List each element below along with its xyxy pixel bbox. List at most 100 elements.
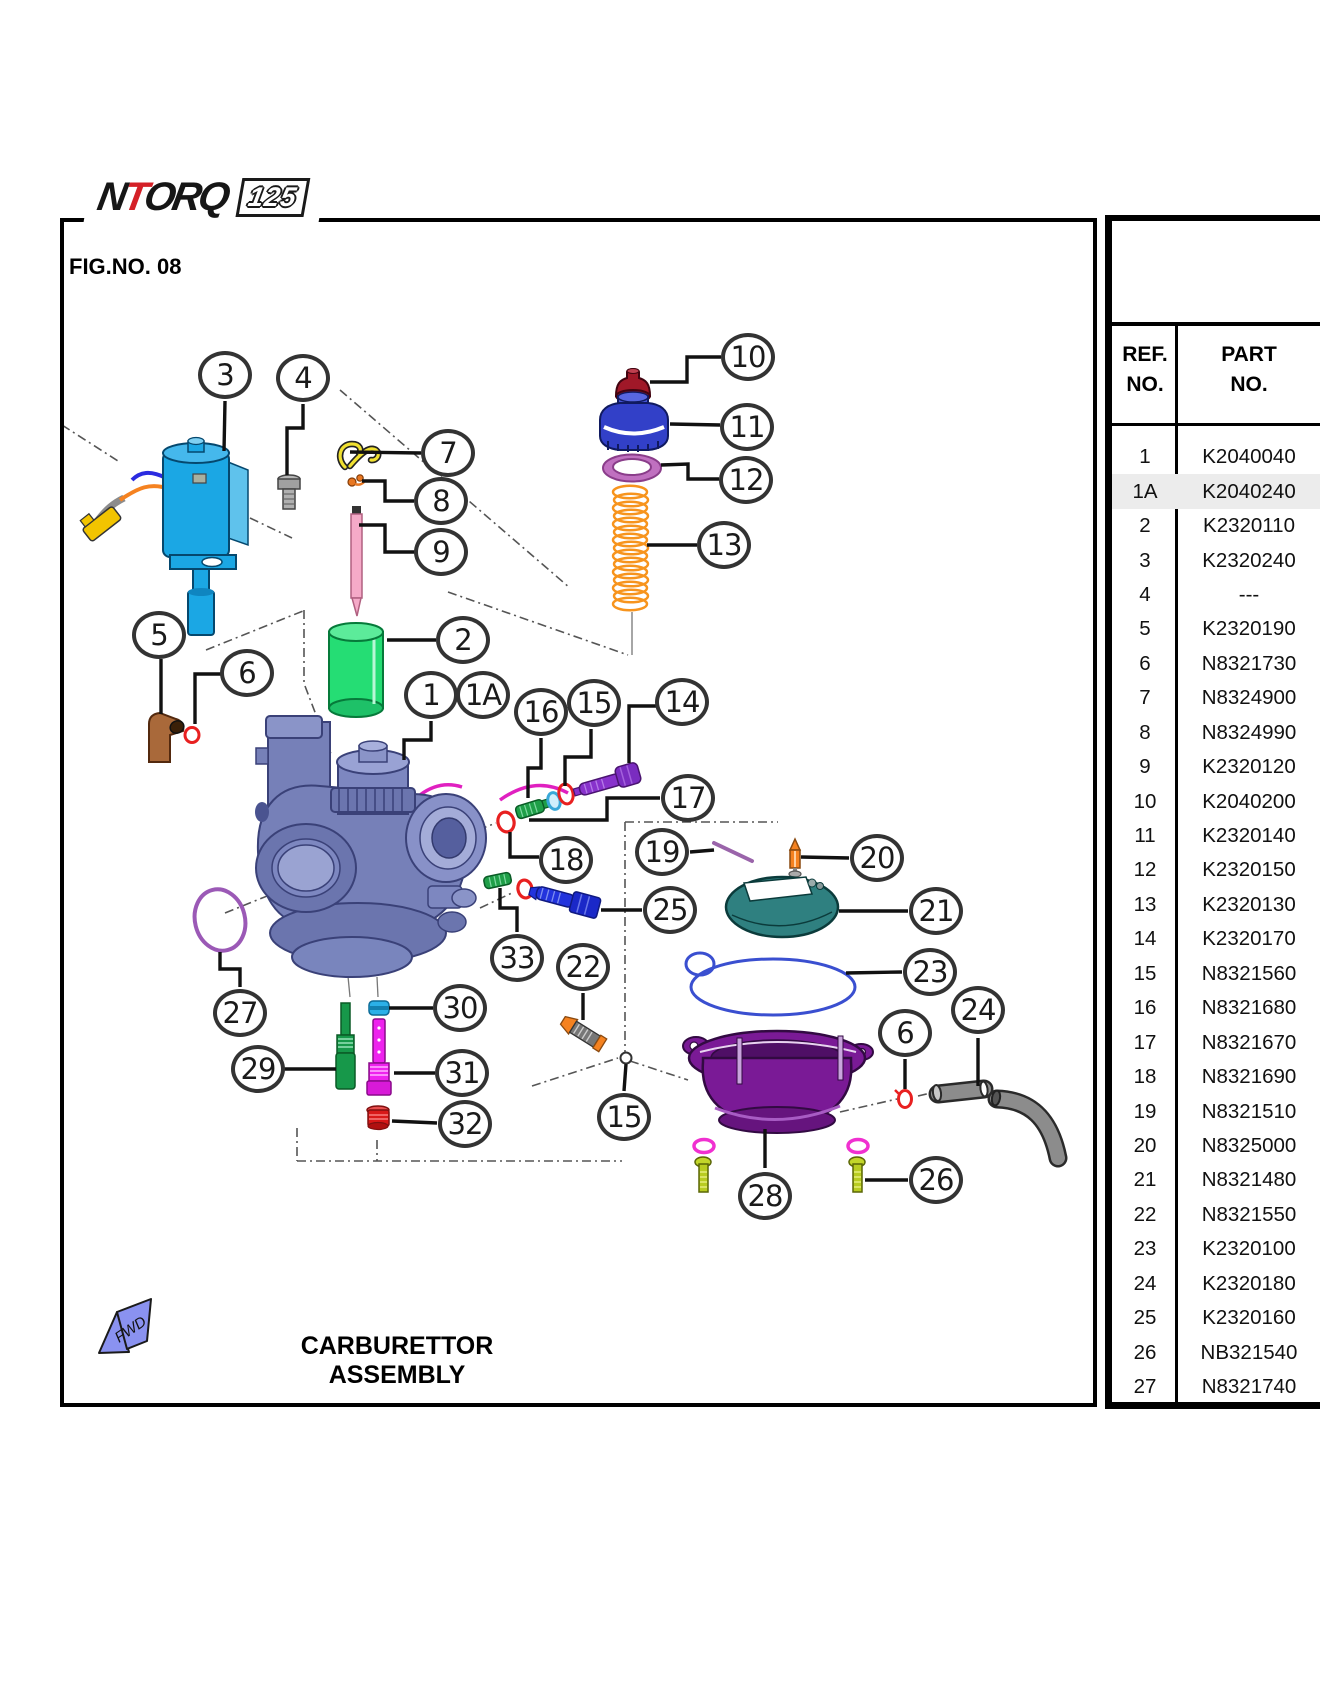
ref-no-cell: 18 (1133, 1065, 1157, 1089)
carburettor-body (255, 715, 569, 978)
callout-6: 6 (878, 1009, 932, 1057)
screw-33 (483, 871, 513, 890)
hose-24 (928, 1079, 1068, 1168)
screw-16 (514, 798, 551, 820)
callout-16: 16 (514, 688, 568, 736)
part-no-cell: N8321550 (1201, 1202, 1297, 1226)
ref-no-cell: 15 (1133, 961, 1157, 985)
table-row: 18 N8321690 (1112, 1060, 1320, 1094)
ref-no-cell: 12 (1133, 858, 1157, 882)
callout-3: 3 (198, 351, 252, 399)
callout-4: 4 (276, 354, 330, 402)
callout-32: 32 (438, 1100, 492, 1148)
table-row: 26 NB321540 (1112, 1335, 1320, 1369)
ref-no-cell: 19 (1133, 1099, 1157, 1123)
callout-25: 25 (643, 886, 697, 934)
ref-no-cell: 23 (1133, 1237, 1157, 1261)
nut-30 (368, 1000, 390, 1016)
table-header-row: REF. NO. PART NO. (1112, 326, 1320, 423)
table-row: 6 N8321730 (1112, 647, 1320, 681)
part-no-cell: K2320160 (1202, 1306, 1296, 1330)
fwd-arrow: FWD (98, 1298, 152, 1354)
part-no-header: PART NO. (1221, 343, 1277, 396)
callout-28: 28 (738, 1172, 792, 1220)
callout-21: 21 (909, 887, 963, 935)
table-line-header (1112, 423, 1320, 426)
callout-20: 20 (850, 834, 904, 882)
clip-6-lower (894, 1089, 913, 1109)
table-row: 3 K2320240 (1112, 543, 1320, 577)
ref-no-cell: 2 (1139, 514, 1151, 538)
part-no-cell: K2320240 (1202, 548, 1296, 572)
ref-no-cell: 3 (1139, 548, 1151, 572)
part-no-cell: N8321670 (1201, 1030, 1297, 1054)
ref-no-cell: 11 (1134, 824, 1156, 848)
part-no-cell: NB321540 (1200, 1340, 1298, 1364)
washer-12 (602, 453, 662, 483)
callout-13: 13 (697, 521, 751, 569)
callout-19: 19 (635, 828, 689, 876)
leader-lines (159, 355, 980, 1182)
jet-31 (366, 1018, 392, 1096)
part-no-cell: K2320100 (1202, 1237, 1296, 1261)
part-no-cell: N8324900 (1201, 686, 1297, 710)
table-row: 23 K2320100 (1112, 1232, 1320, 1266)
logo-125-badge: 125 (235, 177, 311, 217)
oring-18 (496, 810, 516, 834)
callout-14: 14 (655, 678, 709, 726)
part-no-cell: K2320120 (1202, 755, 1296, 779)
callout-26: 26 (909, 1156, 963, 1204)
part-no-cell: --- (1238, 582, 1260, 606)
part-no-cell: N8325000 (1201, 1133, 1297, 1157)
solenoid-valve (79, 436, 249, 636)
logo-text: NTORQ (94, 174, 231, 219)
callout-6: 6 (220, 649, 274, 697)
exploded-diagram: FWD (64, 355, 1068, 1354)
jet-29 (335, 1002, 356, 1090)
washer-26-left (692, 1137, 716, 1155)
part-no-cell: K2320170 (1202, 927, 1296, 951)
ref-no-cell: 17 (1133, 1030, 1157, 1054)
table-column-divider (1175, 322, 1178, 1402)
callout-11: 11 (720, 403, 774, 451)
table-row: 24 K2320180 (1112, 1267, 1320, 1301)
part-no-cell: N8321730 (1201, 651, 1297, 675)
callout-7: 7 (421, 429, 475, 477)
ref-no-cell: 1A (1132, 479, 1158, 503)
callout-12: 12 (719, 456, 773, 504)
ref-no-cell: 6 (1139, 651, 1151, 675)
ref-no-cell: 13 (1133, 892, 1157, 916)
part-no-cell: K2320180 (1202, 1271, 1296, 1295)
ref-no-cell: 16 (1133, 996, 1157, 1020)
screw-14 (572, 762, 642, 797)
callout-2: 2 (436, 616, 490, 664)
ref-no-cell: 25 (1133, 1306, 1157, 1330)
screw-25 (528, 886, 602, 919)
ref-no-cell: 24 (1133, 1271, 1157, 1295)
bowl-gasket-23 (684, 951, 857, 1017)
washer-26-right (846, 1137, 870, 1155)
callout-15: 15 (597, 1093, 651, 1141)
callout-18: 18 (539, 836, 593, 884)
callout-17: 17 (661, 774, 715, 822)
ref-no-cell: 1 (1139, 445, 1151, 469)
callout-1: 1 (404, 671, 458, 719)
table-row: 4--- (1112, 578, 1320, 612)
adjuster-knob-11 (599, 391, 669, 452)
table-line-top-cell (1112, 322, 1320, 326)
part-no-cell: K2040200 (1202, 789, 1296, 813)
ref-no-cell: 26 (1133, 1340, 1157, 1364)
diagram-title: CARBURETTOR ASSEMBLY (300, 1332, 494, 1389)
part-no-cell: N8321690 (1201, 1065, 1297, 1089)
